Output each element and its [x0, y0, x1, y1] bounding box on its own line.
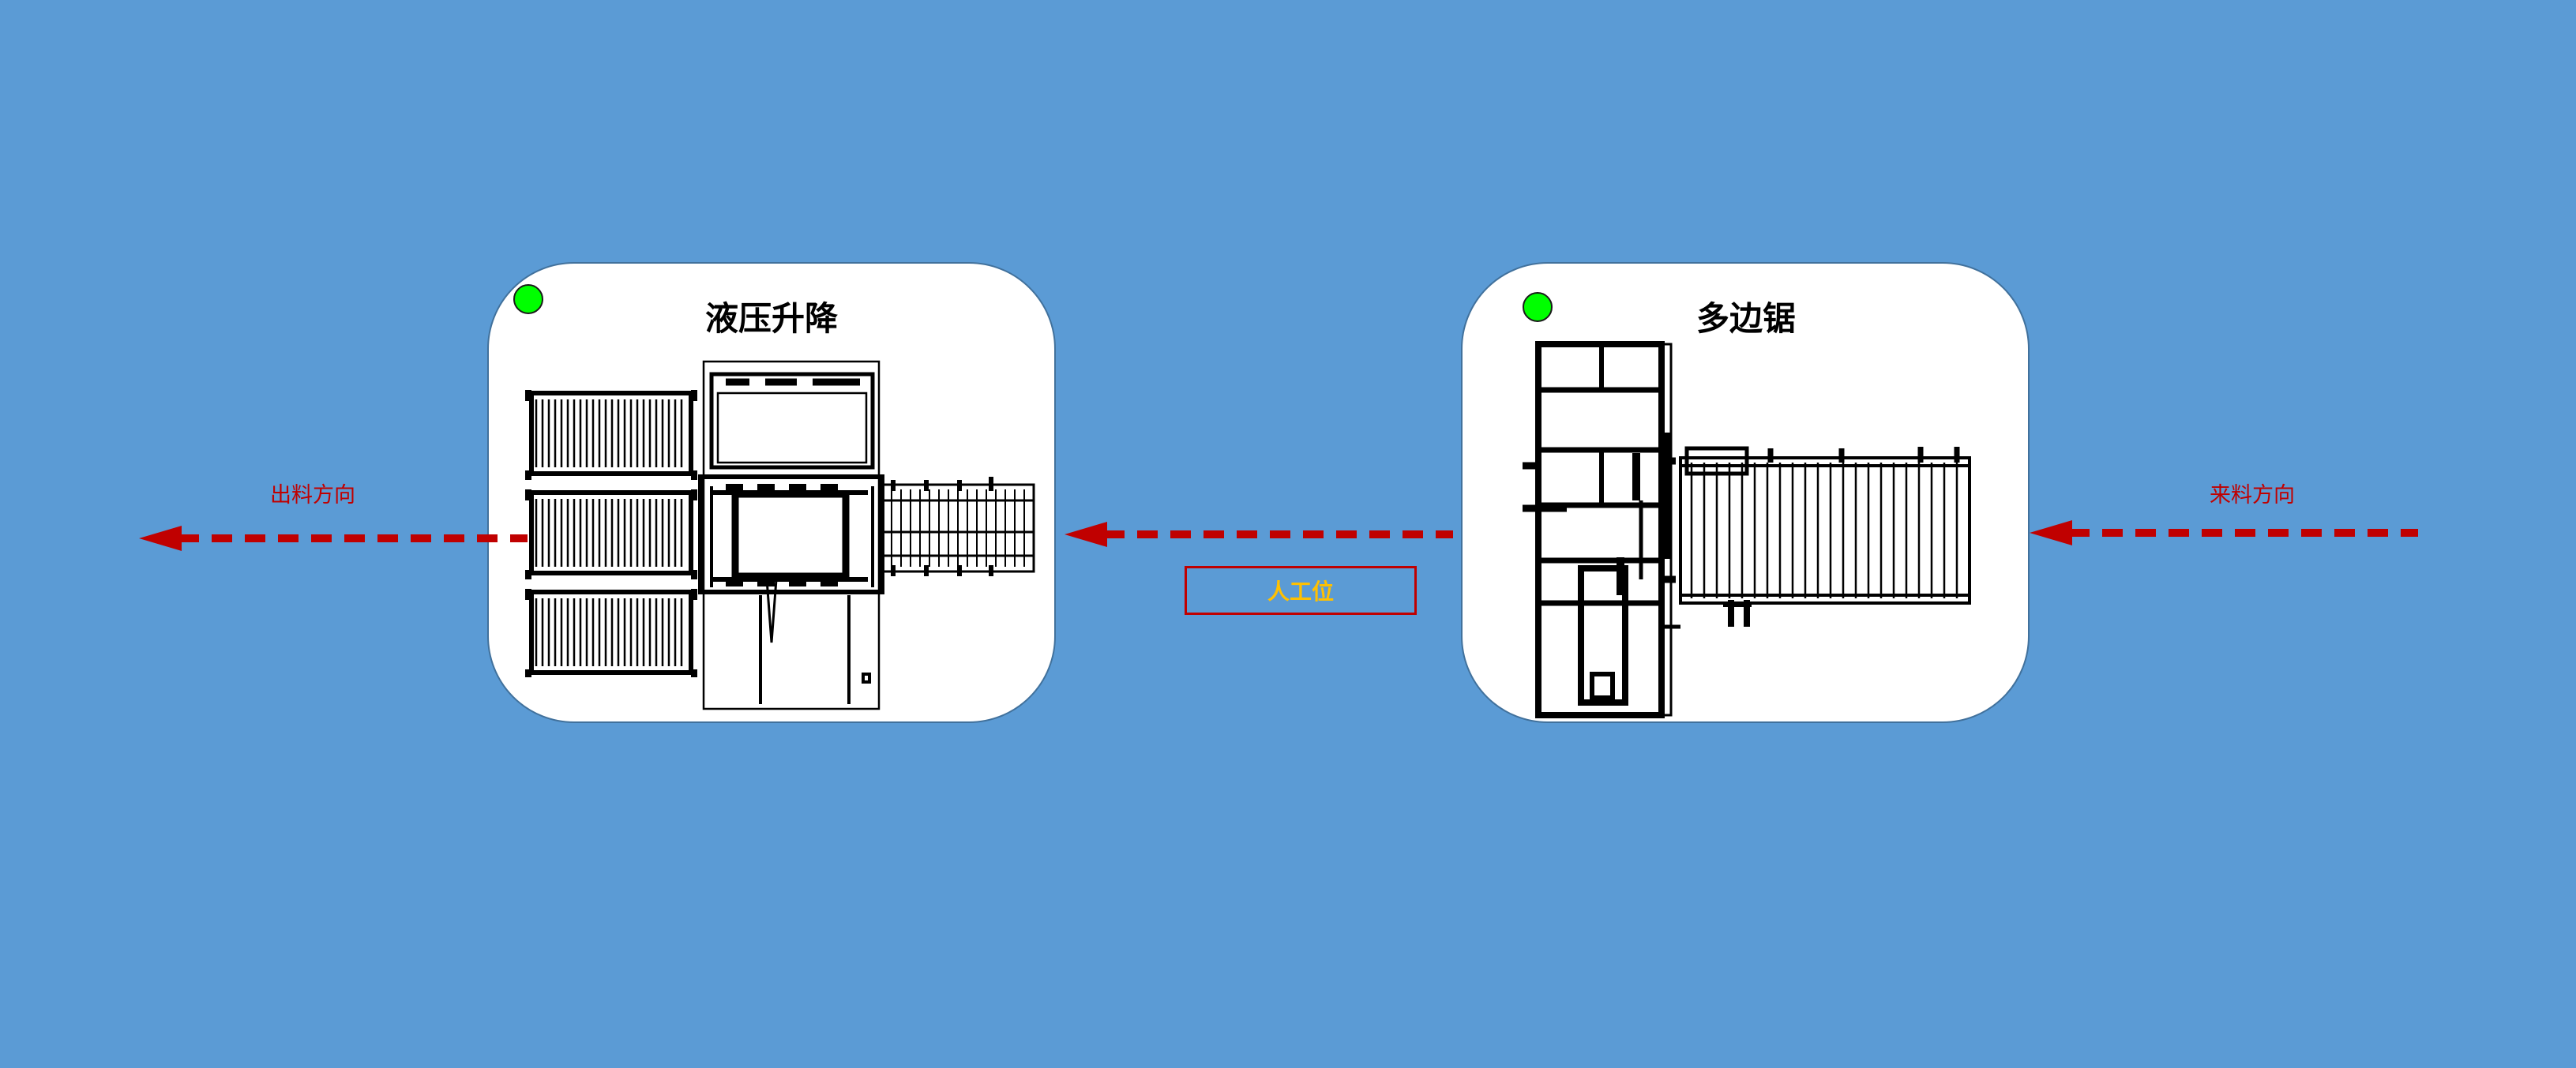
manual-station-box[interactable]: 人工位	[1185, 566, 1417, 615]
roller-conveyor-top	[525, 390, 697, 480]
infeed-direction-label: 来料方向	[2210, 483, 2295, 508]
infeed-flow-arrow	[2030, 520, 2418, 545]
station-card-multi-edge-saw[interactable]: 多边锯	[1461, 262, 2030, 723]
transfer-flow-arrow	[1065, 522, 1453, 547]
roller-conveyor-middle	[525, 489, 697, 579]
status-indicator-icon	[513, 284, 543, 314]
saw-frame	[1523, 341, 1680, 718]
hydraulic-lift-drawing	[525, 360, 1035, 710]
status-indicator-icon	[1523, 292, 1553, 322]
outfeed-flow-arrow	[139, 526, 528, 551]
station-title: 液压升降	[705, 299, 839, 338]
manual-station-label: 人工位	[1267, 579, 1334, 605]
outfeed-direction-label: 出料方向	[270, 483, 355, 508]
infeed-roller-conveyor	[1679, 446, 1971, 627]
roller-conveyor-bottom	[525, 589, 697, 677]
outfeed-roller-section	[881, 477, 1035, 576]
multi-edge-saw-drawing	[1523, 341, 1971, 718]
station-title: 多边锯	[1696, 299, 1797, 338]
lift-frame	[698, 360, 884, 710]
station-card-hydraulic-lift[interactable]: 液压升降	[487, 262, 1056, 723]
